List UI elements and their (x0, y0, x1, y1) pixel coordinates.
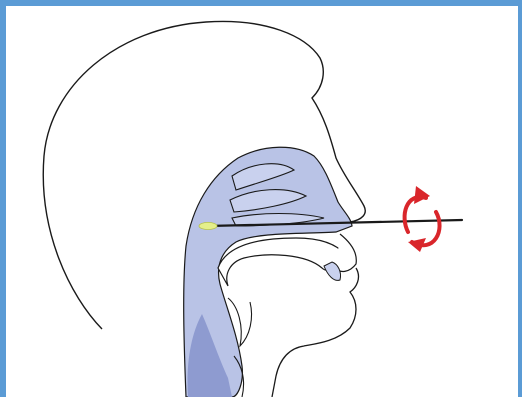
swab-tip (199, 222, 217, 229)
rotation-arrows-icon (405, 186, 440, 252)
upper-lip (336, 234, 356, 271)
chin-outline (272, 268, 358, 397)
palate (218, 238, 348, 286)
swab-diagram (6, 6, 518, 397)
